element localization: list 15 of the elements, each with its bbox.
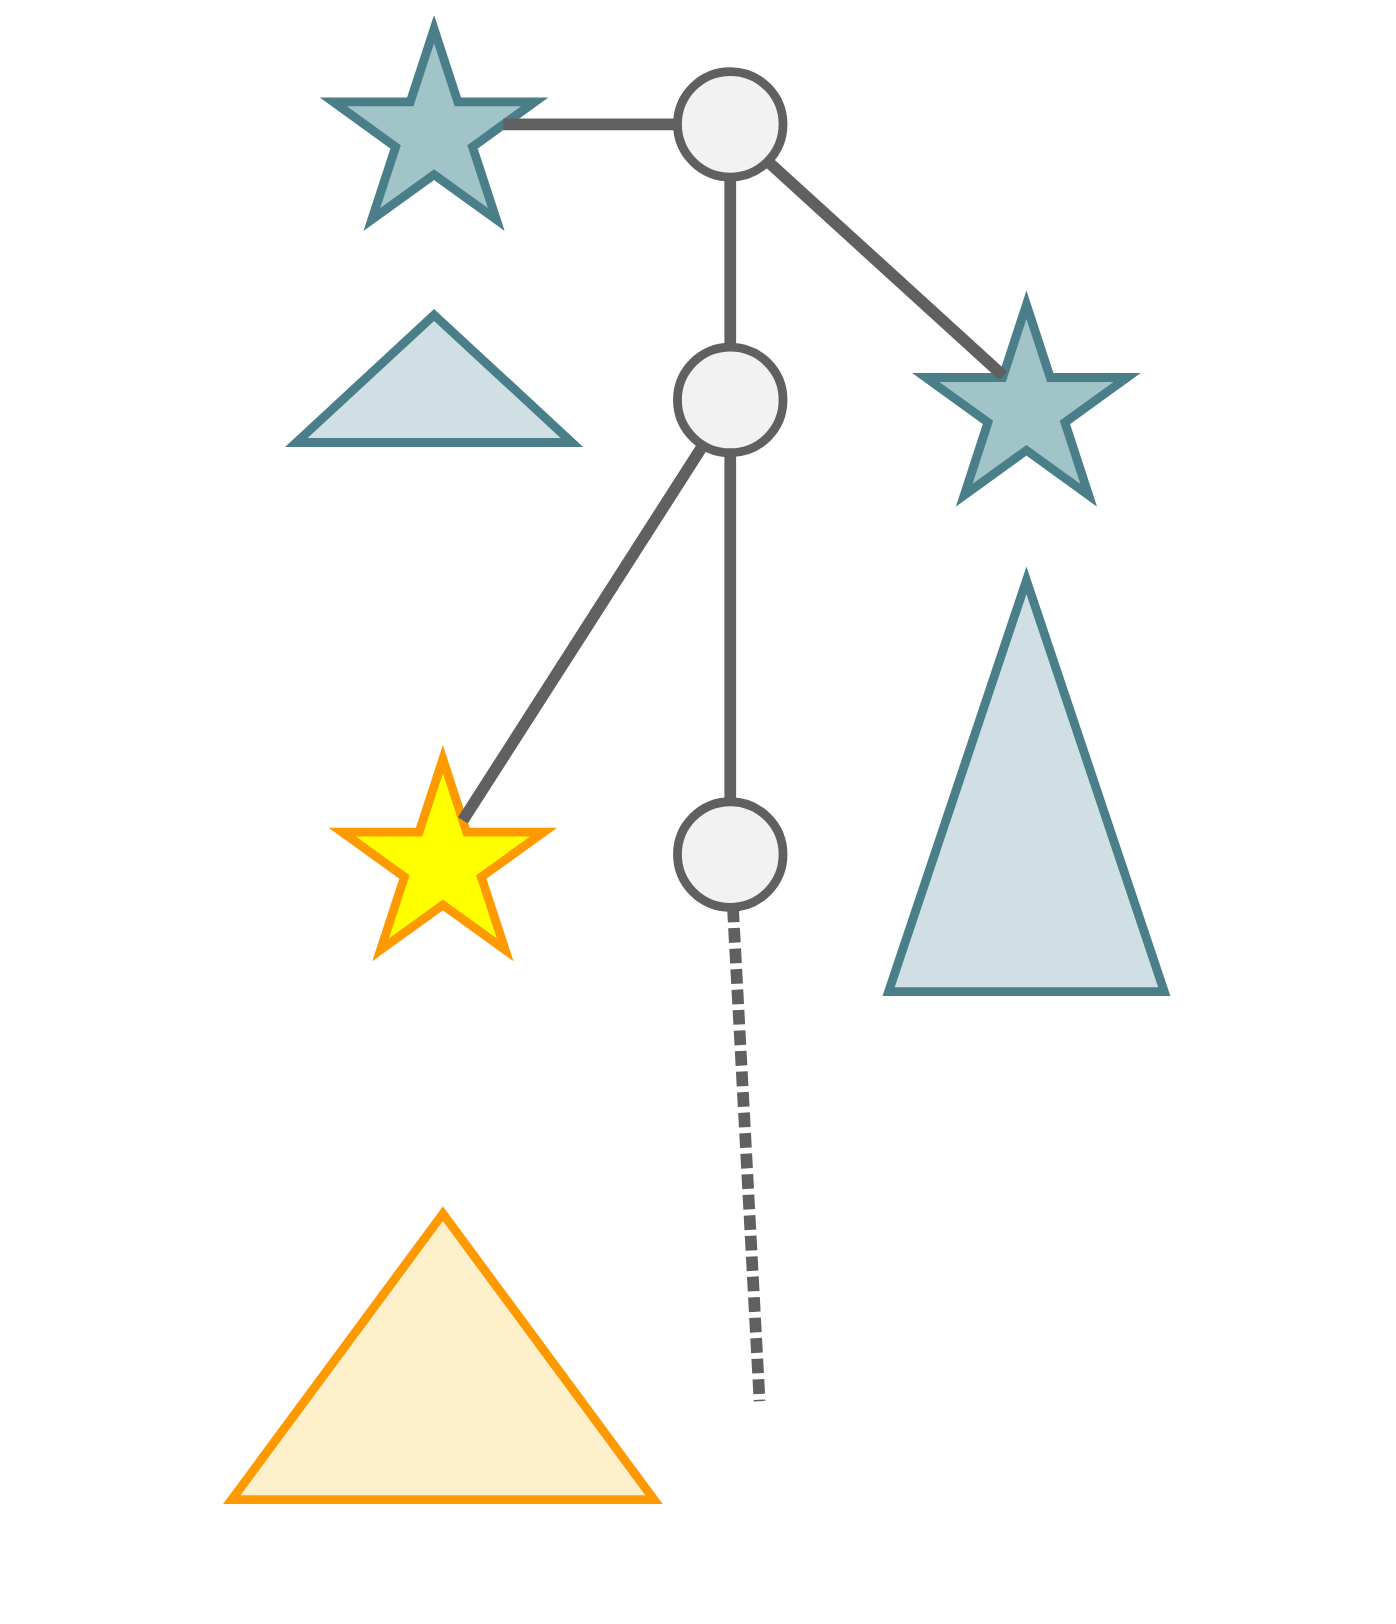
node-circle (673, 67, 788, 182)
connector (503, 118, 678, 131)
connector (724, 178, 737, 347)
connector (724, 453, 737, 801)
connector (457, 442, 708, 824)
node-star (319, 16, 549, 232)
node-circle (673, 342, 788, 458)
connector (765, 158, 1008, 381)
node-triangle (223, 1206, 663, 1505)
node-triangle (882, 566, 1171, 996)
node-star (328, 745, 558, 962)
node-circle (673, 797, 788, 912)
node-triangle (285, 308, 584, 447)
connector (727, 907, 766, 1402)
node-star (912, 290, 1141, 507)
